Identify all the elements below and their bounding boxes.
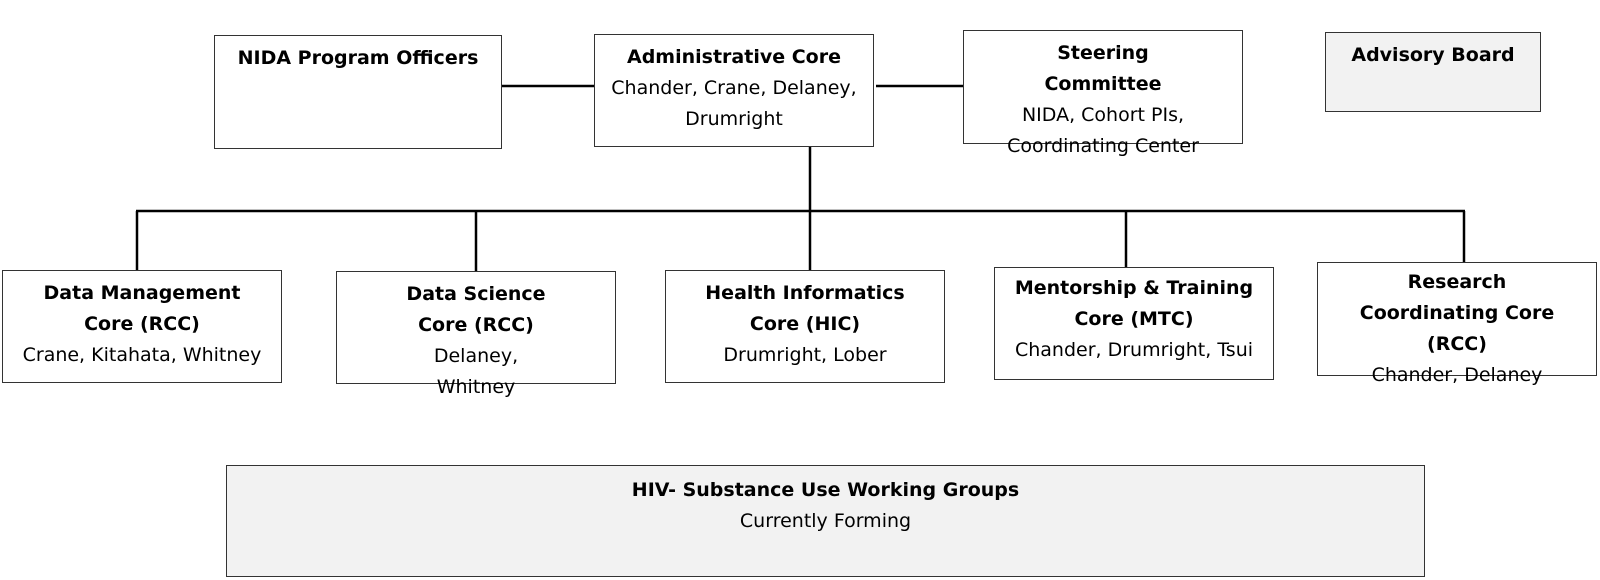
node-title: Administrative Core (627, 46, 841, 68)
node-title: Research Coordinating Core (RCC) (1359, 271, 1555, 355)
node-subtitle: Currently Forming (739, 510, 912, 532)
node-title: Steering Committee (1044, 42, 1162, 95)
node-title: Advisory Board (1351, 44, 1515, 66)
node-subtitle: Drumright, Lober (723, 344, 887, 366)
node-steering-committee: Steering Committee NIDA, Cohort PIs, Coo… (963, 30, 1243, 157)
node-nida-program-officers: NIDA Program Officers (214, 35, 502, 149)
node-title: Data Management Core (RCC) (43, 282, 241, 335)
node-title: HIV- Substance Use Working Groups (631, 479, 1020, 501)
node-title: NIDA Program Officers (237, 47, 479, 69)
node-advisory-board: Advisory Board (1325, 32, 1541, 112)
node-subtitle: Chander, Crane, Delaney, Drumright (611, 77, 857, 130)
node-subtitle: NIDA, Cohort PIs, Coordinating Center (1007, 104, 1199, 157)
node-administrative-core: Administrative Core Chander, Crane, Dela… (594, 34, 874, 147)
node-data-management-core: Data Management Core (RCC) Crane, Kitaha… (2, 270, 282, 383)
node-subtitle: Chander, Delaney (1371, 364, 1543, 386)
node-working-groups: HIV- Substance Use Working Groups Curren… (226, 465, 1425, 577)
node-title: Mentorship & Training Core (MTC) (1014, 277, 1254, 330)
node-research-coordinating-core: Research Coordinating Core (RCC) Chander… (1317, 262, 1597, 386)
node-health-informatics-core: Health Informatics Core (HIC) Drumright,… (665, 270, 945, 383)
node-title: Health Informatics Core (HIC) (705, 282, 905, 335)
node-subtitle: Chander, Drumright, Tsui (1014, 339, 1254, 361)
node-data-science-core: Data Science Core (RCC) Delaney, Whitney (336, 271, 616, 398)
node-mentorship-training-core: Mentorship & Training Core (MTC) Chander… (994, 267, 1274, 380)
node-title: Data Science Core (RCC) (406, 283, 546, 336)
node-subtitle: Crane, Kitahata, Whitney (22, 344, 262, 366)
node-subtitle: Delaney, Whitney (433, 345, 519, 398)
